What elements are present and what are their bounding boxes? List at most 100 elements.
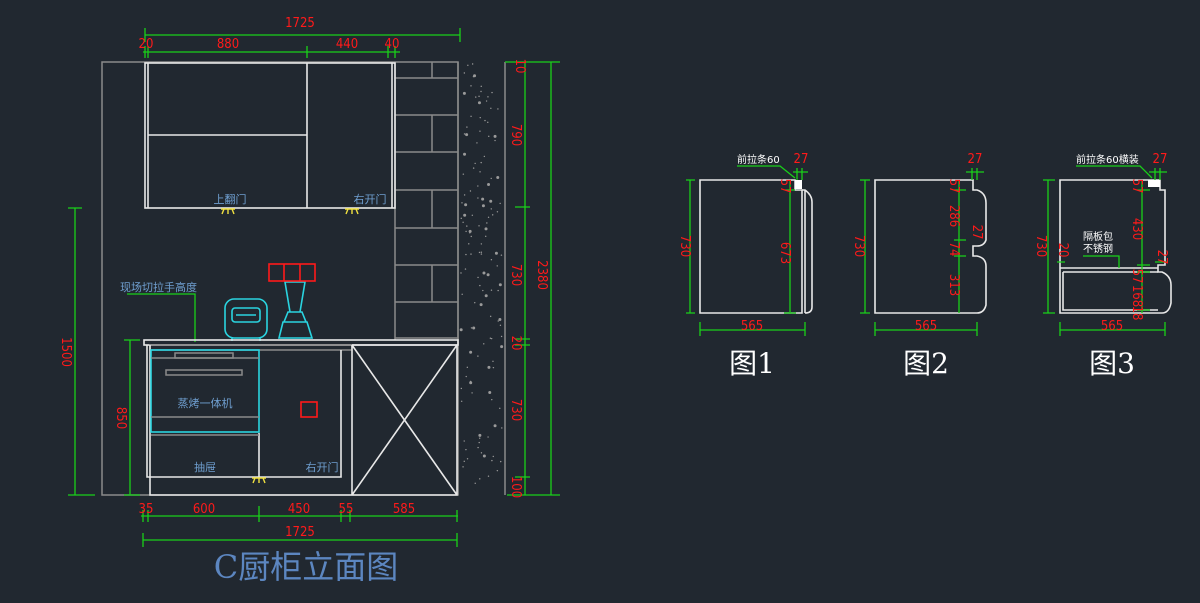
concrete-speckle: [471, 392, 473, 394]
concrete-speckle: [467, 64, 469, 66]
concrete-speckle: [487, 96, 489, 98]
concrete-speckle: [477, 276, 479, 279]
concrete-speckle: [468, 229, 472, 233]
concrete-speckle: [472, 326, 476, 330]
concrete-speckle: [470, 327, 473, 329]
concrete-speckle: [500, 460, 502, 463]
concrete-speckle: [479, 437, 481, 439]
fig1-dim-2: 57: [777, 179, 792, 194]
concrete-speckle: [471, 63, 474, 65]
fig2-dim-1: 27: [968, 152, 983, 167]
concrete-speckle: [462, 221, 464, 224]
dim-right-6: 100: [508, 476, 523, 498]
concrete-speckle: [488, 391, 492, 395]
concrete-speckle: [479, 130, 481, 132]
concrete-speckle: [469, 350, 473, 354]
concrete-speckle: [485, 235, 487, 238]
concrete-speckle: [484, 119, 486, 122]
concrete-speckle: [485, 100, 488, 102]
concrete-speckle: [463, 213, 467, 217]
concrete-speckle: [463, 72, 466, 74]
concrete-speckle: [474, 482, 476, 484]
top-dimensions: 1725 20 880 440 40: [139, 16, 461, 58]
concrete-speckle: [488, 135, 490, 138]
concrete-speckle: [490, 337, 493, 340]
concrete-speckle: [491, 214, 494, 216]
concrete-speckle: [463, 133, 466, 135]
fig3-dim-7: 168: [1129, 285, 1144, 307]
concrete-speckle: [486, 273, 490, 277]
concrete-speckle: [460, 400, 463, 402]
concrete-speckle: [496, 175, 500, 179]
right-dimensions: 10 790 730 20 730 100 2380: [505, 59, 560, 498]
label-flip-door: 上翻门: [214, 192, 247, 206]
concrete-speckle: [487, 121, 489, 124]
concrete-speckle: [493, 424, 497, 428]
fig3-dim-8: 18: [1129, 306, 1144, 321]
concrete-speckle: [461, 293, 463, 296]
concrete-speckle: [465, 230, 467, 233]
concrete-speckle: [490, 208, 492, 210]
fig2-dim-4: 27: [969, 225, 984, 240]
concrete-speckle: [500, 345, 504, 349]
concrete-speckle: [487, 475, 490, 477]
concrete-speckle: [481, 197, 485, 201]
fig1-dim-3: 673: [777, 242, 792, 264]
dim-bottom-4: 55: [339, 502, 354, 517]
concrete-speckle: [494, 139, 496, 142]
concrete-speckle: [464, 268, 467, 270]
fig3-width: 565: [1101, 319, 1123, 334]
dim-right-3: 730: [508, 264, 523, 286]
concrete-speckle: [470, 253, 472, 255]
concrete-speckle: [470, 115, 472, 118]
fig1-label: 图1: [729, 347, 775, 380]
concrete-speckle: [462, 466, 464, 468]
concrete-speckle: [474, 162, 476, 165]
dim-right-1: 10: [512, 59, 527, 74]
concrete-speckle: [498, 283, 502, 287]
concrete-speckle: [490, 107, 492, 109]
concrete-speckle: [499, 324, 502, 327]
fig2-width: 565: [915, 319, 937, 334]
concrete-speckle: [487, 182, 491, 186]
concrete-speckle: [489, 315, 492, 318]
concrete-speckle: [496, 265, 498, 267]
concrete-speckle: [473, 74, 477, 78]
dim-right-2: 790: [508, 124, 523, 146]
concrete-speckle: [465, 448, 467, 451]
fig3-dim-1: 27: [1153, 152, 1168, 167]
concrete-speckle: [481, 204, 485, 208]
concrete-speckle: [477, 197, 479, 199]
fig3-height: 730: [1033, 235, 1048, 257]
concrete-speckle: [469, 190, 472, 192]
concrete-speckle: [462, 91, 466, 95]
concrete-speckle: [463, 440, 465, 442]
concrete-speckle: [465, 253, 467, 256]
concrete-speckle: [496, 469, 499, 472]
concrete-speckle: [466, 458, 469, 460]
fig2-height: 730: [851, 235, 866, 257]
concrete-speckle: [463, 194, 466, 196]
concrete-speckle: [478, 101, 480, 104]
fig3-note: 前拉条60横装: [1076, 153, 1139, 166]
concrete-speckle: [478, 95, 480, 98]
label-handle-note: 现场切拉手高度: [120, 280, 197, 294]
concrete-speckle: [484, 227, 488, 231]
concrete-speckle: [492, 366, 495, 369]
fig1-height: 730: [677, 235, 692, 257]
handle-icon: [345, 208, 359, 215]
bottom-dimensions: 35 600 450 55 585 1725: [139, 502, 458, 547]
fig3-dim-4: 20: [1055, 243, 1070, 258]
concrete-speckle: [480, 161, 482, 164]
concrete-speckle: [464, 203, 468, 207]
concrete-speckle: [478, 433, 482, 437]
concrete-speckle: [486, 222, 488, 224]
socket-icon: [300, 401, 318, 418]
rice-cooker: [224, 298, 268, 341]
concrete-speckle: [478, 441, 480, 444]
dim-top-4: 40: [385, 37, 400, 52]
fig2-dim-3: 286: [946, 205, 961, 227]
fig3-dim-2: 57: [1129, 179, 1144, 194]
left-dimensions: 1500 850: [58, 207, 140, 496]
